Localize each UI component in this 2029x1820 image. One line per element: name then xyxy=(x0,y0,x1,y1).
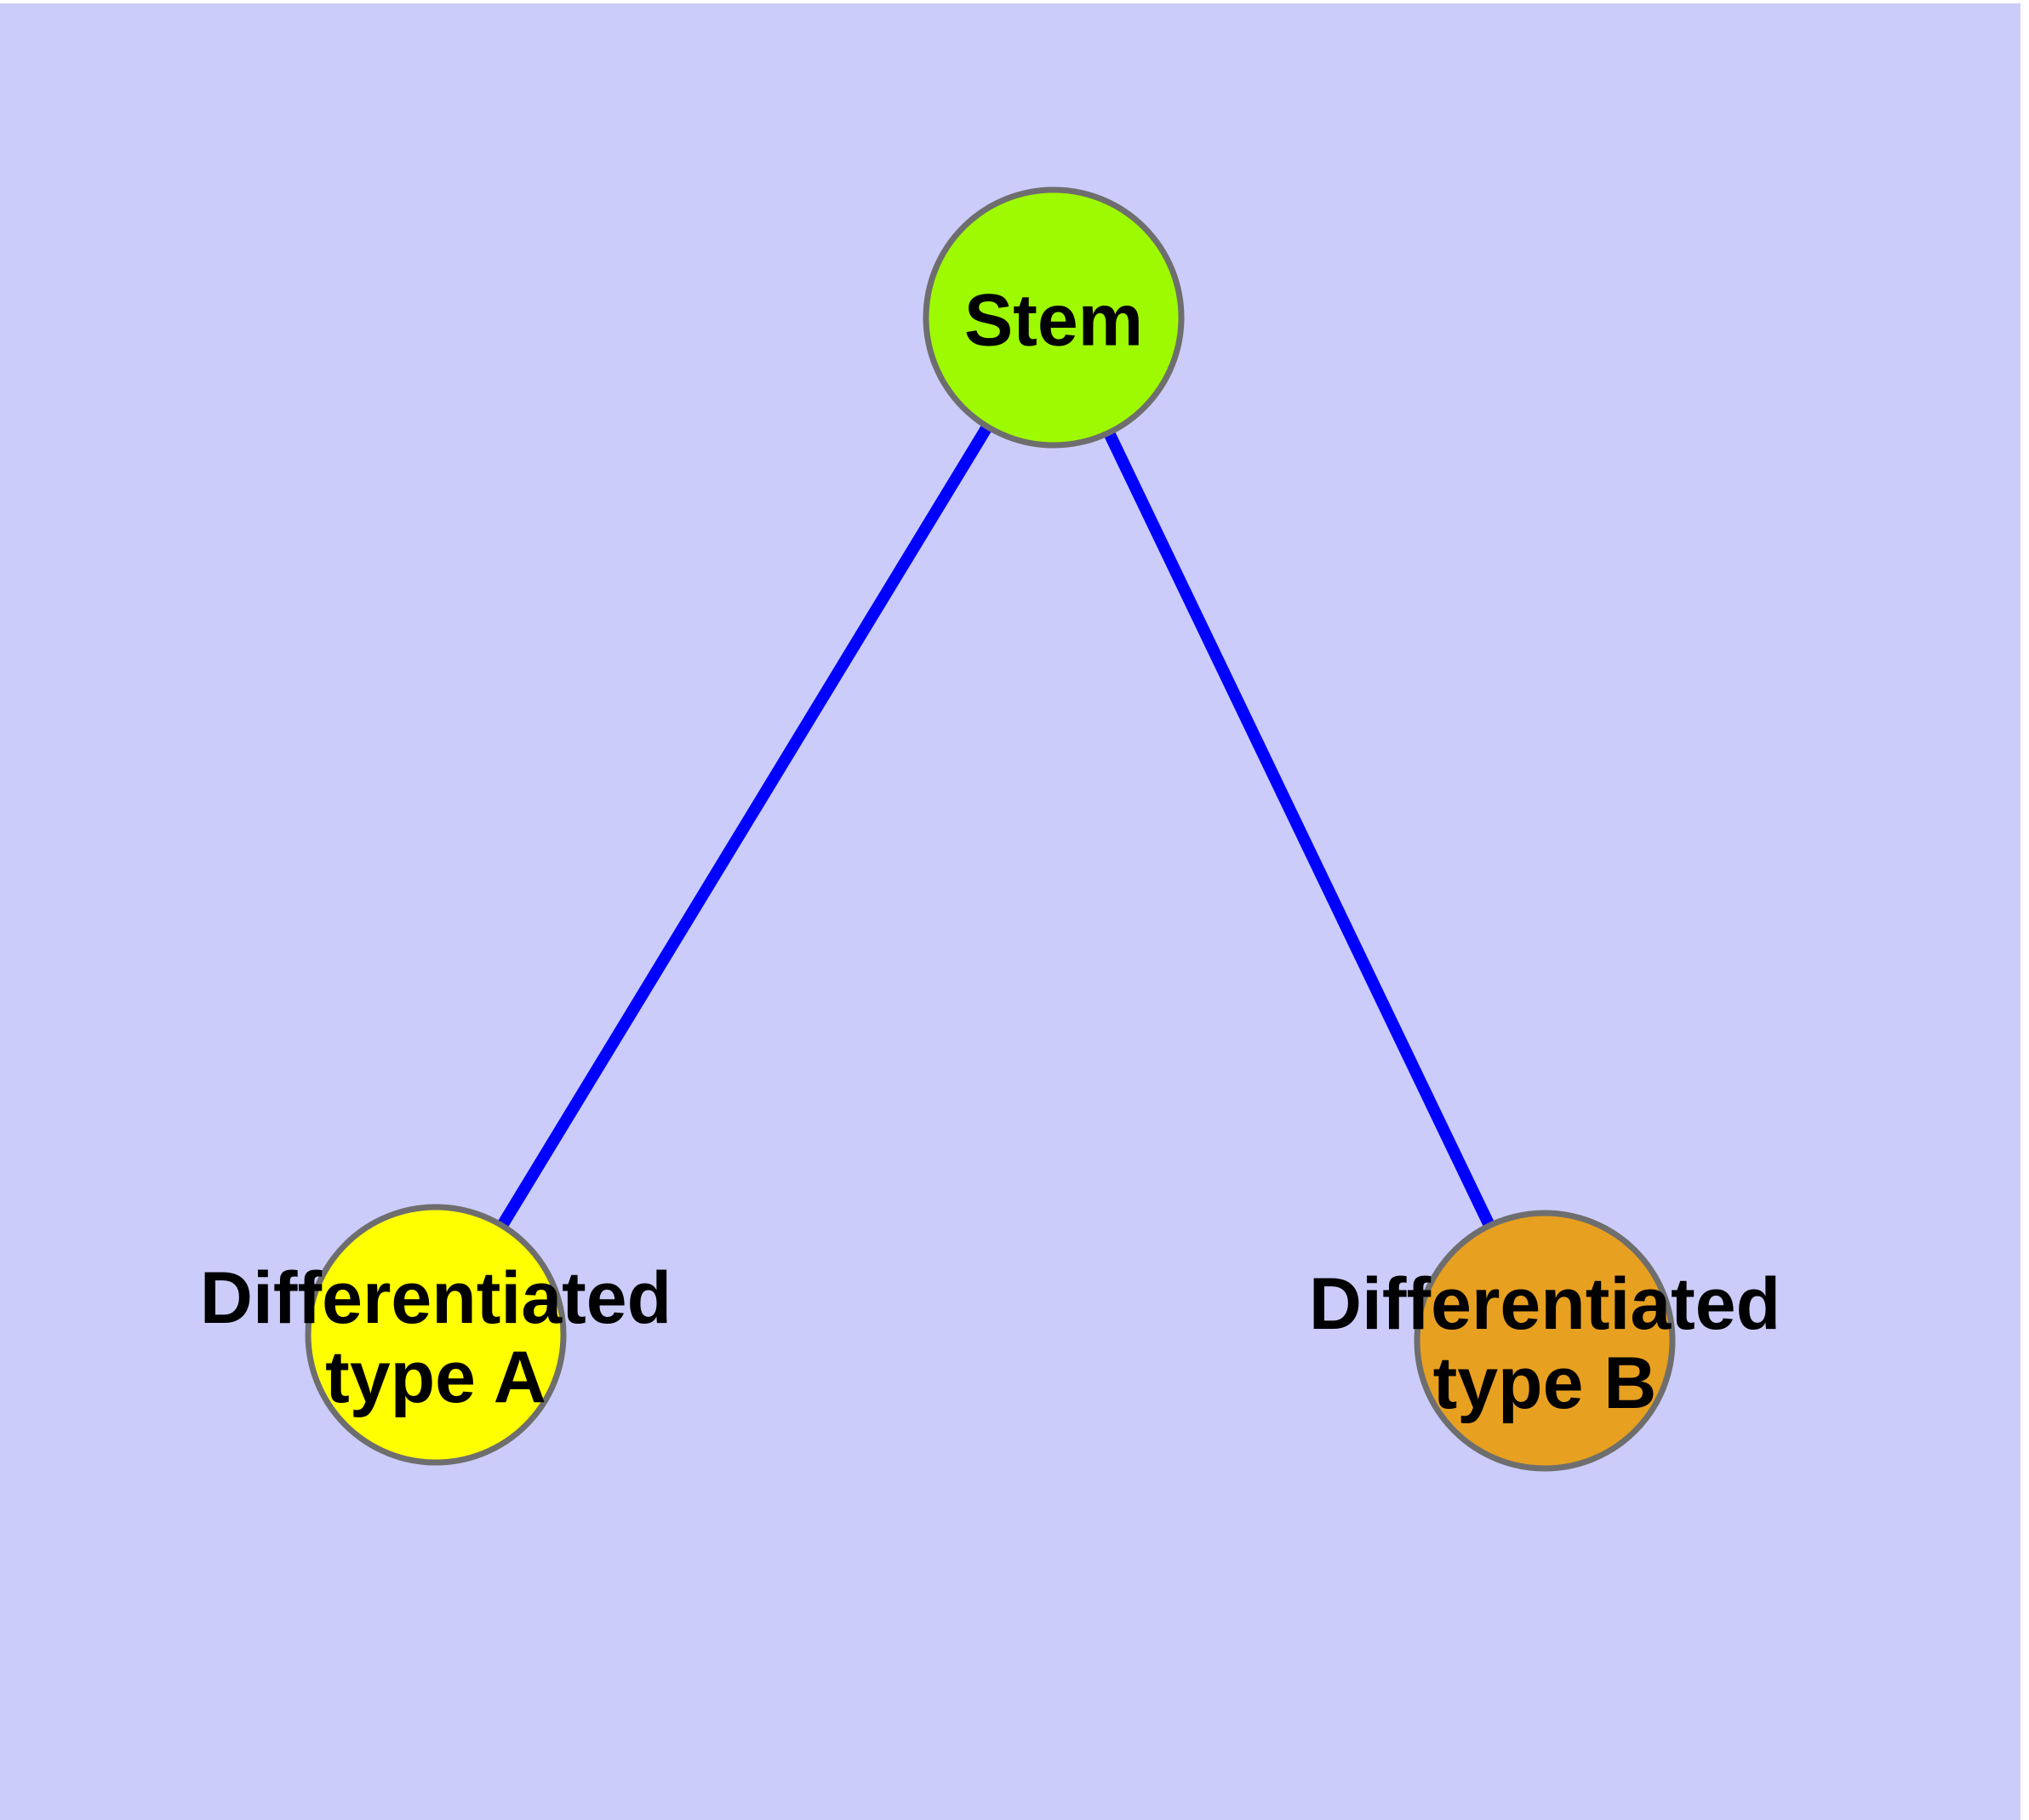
diagram-plot-area: Stem Differentiated type A Differentiate… xyxy=(0,3,2020,1820)
node-circle-diff-a[interactable] xyxy=(305,1204,567,1466)
edge-stem-to-diff-a[interactable] xyxy=(498,426,992,1227)
edge-layer xyxy=(498,426,1495,1227)
node-circle-diff-b[interactable] xyxy=(1414,1210,1676,1472)
node-circle-stem[interactable] xyxy=(923,186,1185,449)
graph-svg xyxy=(305,186,1676,1472)
edge-stem-to-diff-b[interactable] xyxy=(1104,432,1495,1227)
node-layer xyxy=(305,186,1676,1472)
